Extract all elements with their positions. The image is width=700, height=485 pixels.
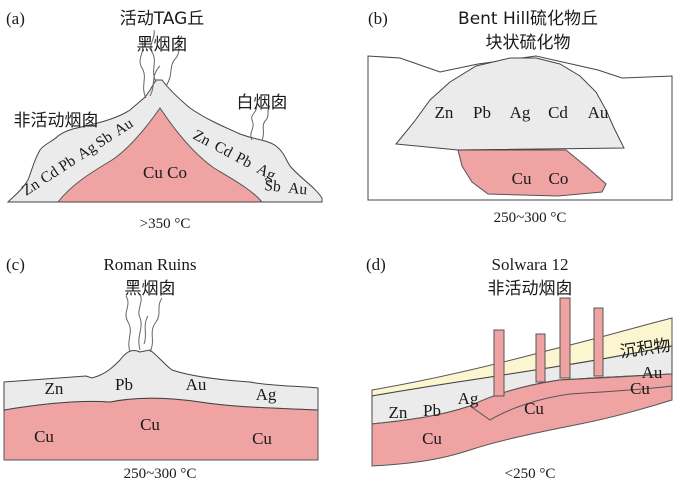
panel-d-cu-right: Cu xyxy=(630,379,650,398)
panel-c-cu-left: Cu xyxy=(34,427,54,446)
panel-d-feeder-zone xyxy=(469,373,673,421)
panel-d: (d) Solwara 12 非活动烟囱 沉积物 Au Zn Pb Ag Cu … xyxy=(366,255,673,482)
panel-a-title: 活动TAG丘 xyxy=(120,9,205,29)
panel-c-au: Au xyxy=(186,375,207,394)
panel-d-chimney-4 xyxy=(593,307,604,377)
panel-a-left-pb: Pb xyxy=(56,152,79,175)
panel-a-black-chimney-label: 黑烟囱 xyxy=(137,35,188,55)
panel-a-white-chimney-label: 白烟囱 xyxy=(237,93,288,113)
panel-a-core-label: Cu Co xyxy=(143,163,187,182)
panel-b-label: (b) xyxy=(368,9,388,28)
panel-b-ag: Ag xyxy=(510,103,531,122)
panel-c-temperature: 250~300 °C xyxy=(124,466,197,482)
panel-d-label: (d) xyxy=(366,255,386,274)
panel-a-right-zone-lower: Sb Au xyxy=(264,177,309,198)
panel-b-cd: Cd xyxy=(548,103,568,122)
panel-c-ag: Ag xyxy=(256,385,277,404)
panel-a-right-au: Au xyxy=(287,180,308,199)
panel-c-black-smoke xyxy=(125,293,163,353)
panel-d-chimney-1 xyxy=(493,329,505,397)
panel-d-chimney-3 xyxy=(559,297,571,379)
panel-c-black-chimney-label: 黑烟囱 xyxy=(125,279,176,299)
panel-d-pb: Pb xyxy=(423,401,441,420)
panel-b: (b) Bent Hill硫化物丘 块状硫化物 Zn Pb Ag Cd Au C… xyxy=(367,9,673,226)
panel-a-temperature: >350 °C xyxy=(140,216,191,232)
panel-a-right-cd: Cd xyxy=(211,138,235,162)
panel-c-sulfide-layer xyxy=(3,349,319,411)
panel-d-cu-center: Cu xyxy=(524,399,544,418)
panel-b-core-label: Cu Co xyxy=(512,169,569,188)
panel-d-subtitle: 非活动烟囱 xyxy=(488,279,573,299)
panel-c-cu-center: Cu xyxy=(140,415,160,434)
panel-a-left-zn: Zn xyxy=(19,176,43,200)
panel-d-cu-left: Cu xyxy=(422,429,442,448)
panel-b-massive-sulfide xyxy=(395,57,625,151)
panel-c-cu-right: Cu xyxy=(252,429,272,448)
panel-b-title: Bent Hill硫化物丘 xyxy=(458,9,598,29)
panel-a-right-zn: Zn xyxy=(190,127,213,150)
panel-b-zn: Zn xyxy=(435,103,454,122)
panel-b-temperature: 250~300 °C xyxy=(494,210,567,226)
panel-c-title: Roman Ruins xyxy=(103,255,196,274)
panel-a: (a) 活动TAG丘 黑烟囱 白烟囱 非活动烟囱 Zn Cd Pb Ag Sb … xyxy=(6,9,323,232)
panel-a-label: (a) xyxy=(6,9,25,28)
panel-b-au: Au xyxy=(588,103,609,122)
panel-d-au: Au xyxy=(642,363,663,382)
panel-a-right-pb: Pb xyxy=(233,149,256,172)
panel-d-title: Solwara 12 xyxy=(492,255,569,274)
panel-a-left-sb: Sb xyxy=(93,128,116,151)
panel-a-inactive-chimney-label: 非活动烟囱 xyxy=(14,111,99,131)
panel-b-pb: Pb xyxy=(473,103,491,122)
panel-b-basin-outline xyxy=(367,55,673,201)
panel-d-temperature: <250 °C xyxy=(505,466,556,482)
panel-d-chimney-2 xyxy=(535,333,546,383)
panel-a-black-smoke xyxy=(139,29,183,99)
panel-d-zn: Zn xyxy=(389,403,408,422)
panel-b-copper-cobalt-zone xyxy=(457,149,607,197)
panel-c-zn: Zn xyxy=(45,379,64,398)
panel-c-label: (c) xyxy=(6,255,25,274)
panel-a-copper-cobalt-core xyxy=(56,107,264,203)
panel-a-right-sb: Sb xyxy=(264,177,282,196)
panel-b-subtitle: 块状硫化物 xyxy=(486,33,571,53)
panel-c-pb: Pb xyxy=(115,375,133,394)
panel-c: (c) Roman Ruins 黑烟囱 Zn Pb Au Ag Cu Cu Cu… xyxy=(3,255,319,482)
panel-a-white-smoke xyxy=(250,105,271,141)
panel-d-ag: Ag xyxy=(458,389,479,408)
